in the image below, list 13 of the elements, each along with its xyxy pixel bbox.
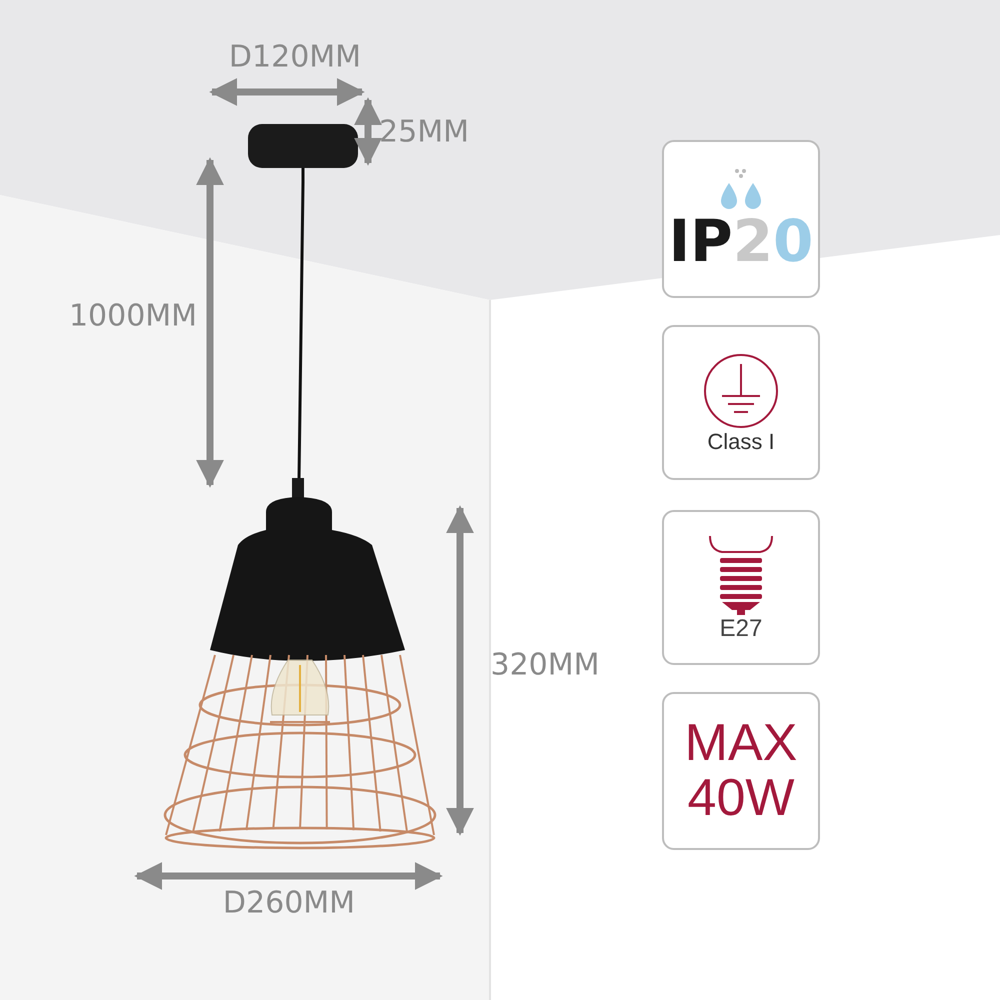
rating-text: IP	[668, 210, 733, 272]
class-text: Class I	[707, 430, 775, 454]
dimension-label: 320MM	[490, 648, 600, 682]
spec-card	[662, 510, 820, 665]
dimension-label: 25MM	[379, 114, 469, 150]
spec-card	[662, 325, 820, 480]
base-type-text: E27	[720, 616, 762, 642]
dimension-label: D260MM	[222, 886, 356, 920]
spec-card	[662, 692, 820, 850]
wattage-text: MAX 40W	[684, 716, 798, 826]
dimension-label: D120MM	[228, 40, 362, 74]
spec-card	[662, 140, 820, 298]
dimension-label: 1000MM	[68, 298, 198, 334]
